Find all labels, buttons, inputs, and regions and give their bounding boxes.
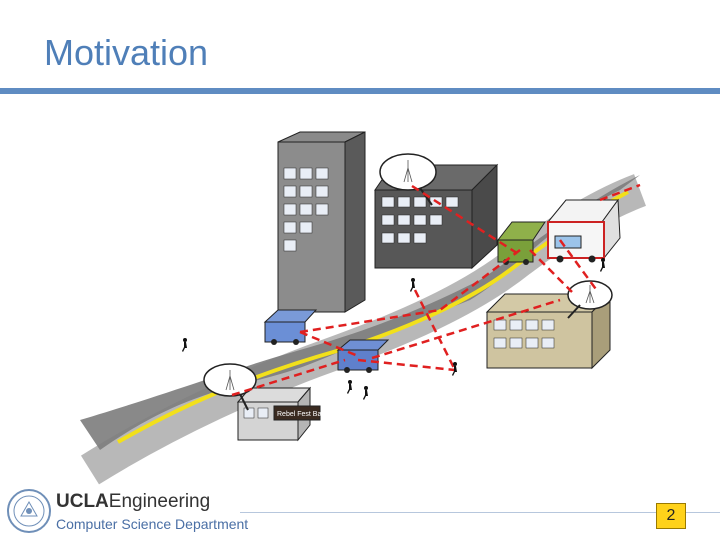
footer-divider: [240, 512, 656, 513]
blue-van-1: [263, 309, 318, 345]
pedestrian-icon: [347, 380, 352, 394]
shop-building: Rebel Fest Bar: [236, 386, 324, 442]
antenna-icon: [403, 160, 413, 183]
slide-title: Motivation: [44, 32, 209, 73]
pedestrian-icon: [182, 338, 187, 352]
antenna-icon: [225, 370, 235, 391]
red-bus: [546, 198, 621, 263]
pedestrian-icon: [410, 278, 415, 292]
title-divider: [0, 88, 720, 94]
access-point-top: [379, 153, 437, 206]
pedestrian-icon: [363, 386, 368, 400]
ucla-seal-icon: [7, 489, 51, 533]
pedestrian-icon: [600, 258, 605, 272]
ucla-engineering-wordmark: UCLAEngineering: [56, 491, 210, 513]
ucla-wordmark: UCLA: [56, 491, 109, 512]
tall-building: [277, 131, 366, 313]
engineering-wordmark: Engineering: [108, 491, 211, 512]
access-point-right: [567, 280, 613, 319]
tan-building: [485, 292, 612, 370]
department-label: Computer Science Department: [56, 516, 249, 532]
pedestrian-icon: [452, 362, 457, 376]
antenna-icon: [585, 285, 595, 304]
pedestrians: [182, 258, 605, 400]
shop-sign-text: Rebel Fest Bar: [277, 411, 324, 418]
page-number-badge: 2: [656, 503, 686, 529]
blue-van-2: [336, 339, 390, 373]
access-point-left: [203, 363, 257, 411]
footer-divider-right: [655, 512, 720, 513]
wireless-links: [231, 183, 641, 397]
